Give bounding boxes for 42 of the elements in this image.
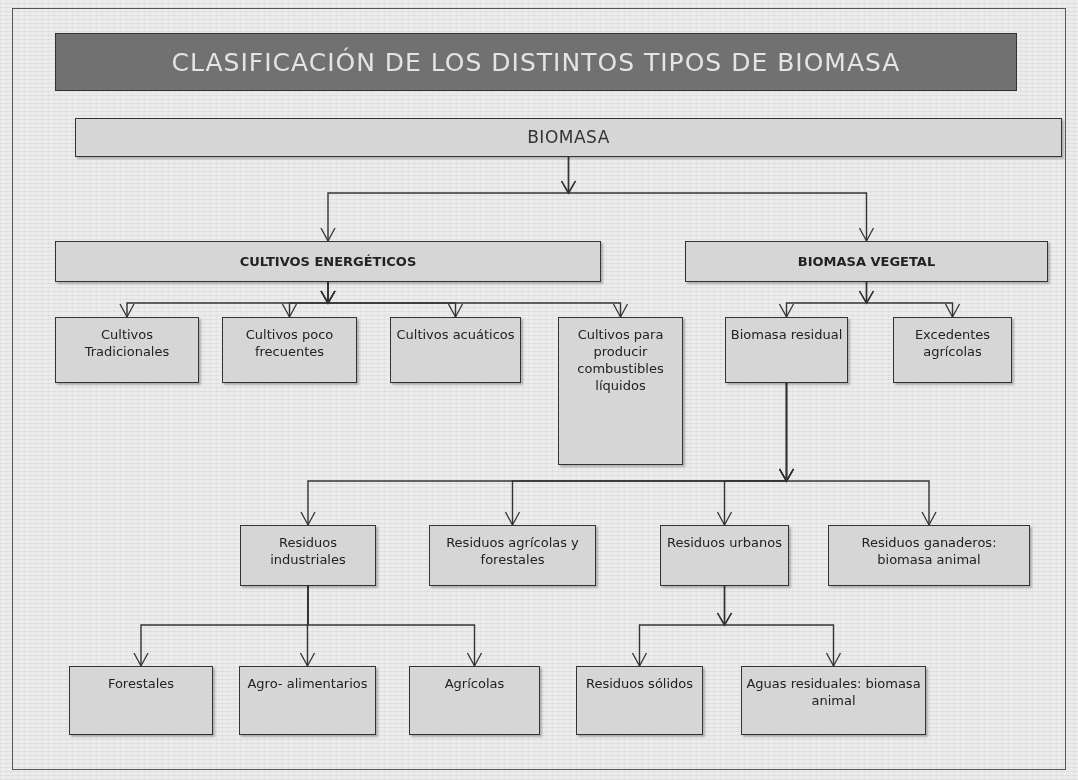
box-label: Cultivos Tradicionales: [83, 326, 171, 360]
box-label: Residuos sólidos: [585, 675, 694, 692]
category-box: [893, 317, 1012, 383]
box-label: Biomasa residual: [730, 326, 843, 343]
box-label: Agrícolas: [444, 675, 505, 692]
category-box: [69, 666, 213, 735]
category-box: [558, 317, 683, 465]
category-box: [685, 241, 1048, 282]
category-box: [239, 666, 376, 735]
category-box: [741, 666, 926, 735]
box-label: Aguas residuales: biomasa animal: [746, 675, 921, 709]
category-box: [828, 525, 1030, 586]
box-label: Cultivos acuáticos: [396, 326, 515, 343]
box-label: BIOMASA VEGETAL: [797, 253, 936, 270]
category-box: [429, 525, 596, 586]
arrow: [778, 382, 937, 526]
box-label: Forestales: [107, 675, 175, 692]
category-box: [75, 118, 1062, 157]
box-label: CULTIVOS ENERGÉTICOS: [239, 253, 417, 270]
category-box: [240, 525, 376, 586]
arrow: [716, 585, 842, 667]
category-box: [409, 666, 540, 735]
category-box: [55, 241, 601, 282]
box-label: Agro- alimentarios: [247, 675, 368, 692]
arrow: [560, 156, 875, 242]
title-banner: CLASIFICACIÓN DE LOS DISTINTOS TIPOS DE BIOMASA: [55, 33, 1017, 91]
arrow: [858, 281, 961, 318]
category-box: [55, 317, 199, 383]
category-box: [725, 317, 848, 383]
arrow: [307, 585, 483, 667]
box-label: BIOMASA: [527, 129, 610, 146]
box-label: Cultivos para producir combustibles líquidos: [576, 326, 665, 394]
box-label: Excedentes agrícolas: [913, 326, 992, 360]
box-label: Residuos agrícolas y forestales: [445, 534, 580, 568]
category-box: [576, 666, 703, 735]
box-label: Cultivos poco frecuentes: [244, 326, 335, 360]
box-label: Residuos ganaderos: biomasa animal: [860, 534, 998, 568]
box-label: Residuos industriales: [269, 534, 347, 568]
category-box: [390, 317, 521, 383]
box-label: Residuos urbanos: [667, 534, 782, 551]
category-box: [660, 525, 789, 586]
category-box: [222, 317, 357, 383]
